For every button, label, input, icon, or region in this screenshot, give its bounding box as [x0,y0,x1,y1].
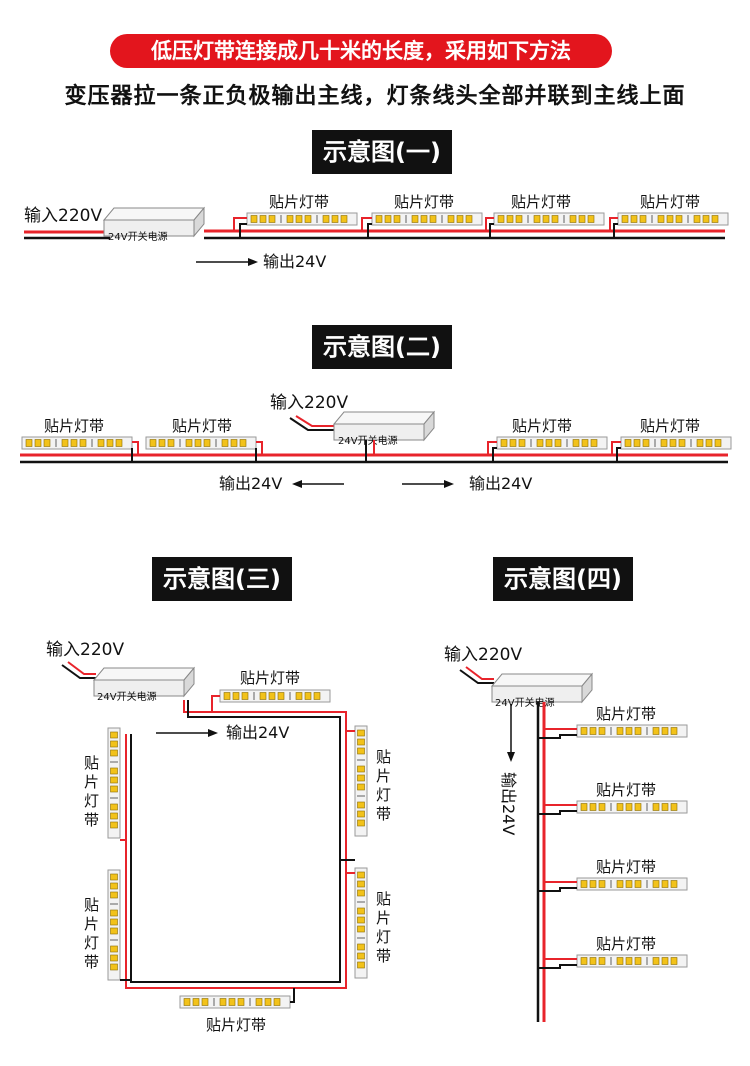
led-strip [620,436,732,450]
strip-label-char: 片 [376,767,391,785]
strip-label-char: 灯 [376,928,391,946]
strip-label-char: 贴 [376,748,391,766]
strip-label-char: 片 [84,915,99,933]
psu-label: 24V开关电源 [338,434,398,447]
diagram-2: 输入220V 24V开关电源 贴片灯带 贴片灯带 贴片灯带 贴片灯带 输出24V [20,393,732,493]
psu-label: 24V开关电源 [97,690,157,703]
input-label: 输入220V [24,206,102,226]
strip-label: 贴片灯带 [596,705,656,723]
strip-label: 贴片灯带 [640,417,700,435]
strip-label: 贴片灯带 [512,417,572,435]
strip-label-char: 带 [376,805,391,823]
strip-label: 贴片灯带 [172,417,232,435]
strip-label: 贴片灯带 [596,935,656,953]
strip-label: 贴片灯带 [206,1016,266,1034]
output-label: 输出24V [226,723,289,742]
strip-label: 贴片灯带 [44,417,104,435]
strip-label-char: 灯 [84,792,99,810]
strip-label-char: 贴 [84,896,99,914]
input-label: 输入220V [270,393,348,413]
output-label-vertical: 输出24V [499,772,518,835]
section-title-4: 示意图(四) [493,557,633,601]
led-strip [145,436,257,450]
section-title-1: 示意图(一) [312,130,452,174]
led-strip [496,436,608,450]
header-banner: 低压灯带连接成几十米的长度，采用如下方法 [110,34,612,68]
led-strip [576,800,688,814]
psu-label: 24V开关电源 [495,696,555,709]
strip-label: 贴片灯带 [596,781,656,799]
led-strip [179,995,291,1009]
led-strip [354,725,368,837]
led-strip [21,436,133,450]
input-label: 输入220V [46,640,124,660]
led-strip [107,727,121,839]
input-label: 输入220V [444,645,522,665]
psu-label: 24V开关电源 [108,230,168,243]
strip-label-char: 片 [84,773,99,791]
strip-label-char: 带 [84,953,99,971]
strip-label: 贴片灯带 [596,858,656,876]
diagram-3: 输入220V 24V开关电源 贴片灯带 贴片灯带 贴 片 灯 [46,640,391,1034]
section-title-3: 示意图(三) [152,557,292,601]
strip-label-char: 灯 [376,786,391,804]
led-strip [576,954,688,968]
output-label: 输出24V [219,474,282,493]
led-strip [107,869,121,981]
header-subtitle: 变压器拉一条正负极输出主线，灯条线头全部并联到主线上面 [64,84,686,109]
led-strip [371,212,483,226]
strip-label: 贴片灯带 [640,193,700,211]
strip-label: 贴片灯带 [269,193,329,211]
strip-label: 贴片灯带 [511,193,571,211]
section-title-2: 示意图(二) [312,325,452,369]
led-strip [576,877,688,891]
strip-label-char: 贴 [84,754,99,772]
led-strip [354,867,368,979]
led-strip [617,212,729,226]
strip-label: 贴片灯带 [394,193,454,211]
strip-label-char: 带 [376,947,391,965]
strip-label-char: 贴 [376,890,391,908]
strip-label-char: 灯 [84,934,99,952]
strip-label-char: 带 [84,811,99,829]
output-label: 输出24V [263,252,326,271]
led-strip [219,689,331,703]
diagram-4: 输入220V 24V开关电源 贴片灯带 贴片灯带 贴片灯带 贴片灯带 输出24V [444,645,688,1022]
led-strip [493,212,605,226]
led-strip [576,724,688,738]
output-label: 输出24V [469,474,532,493]
strip-label-char: 片 [376,909,391,927]
strip-label: 贴片灯带 [240,669,300,687]
led-strip [246,212,358,226]
diagram-1: 输入220V 24V开关电源 贴片灯带 贴片灯带 贴片灯带 贴片灯带 输出24V [24,193,729,271]
